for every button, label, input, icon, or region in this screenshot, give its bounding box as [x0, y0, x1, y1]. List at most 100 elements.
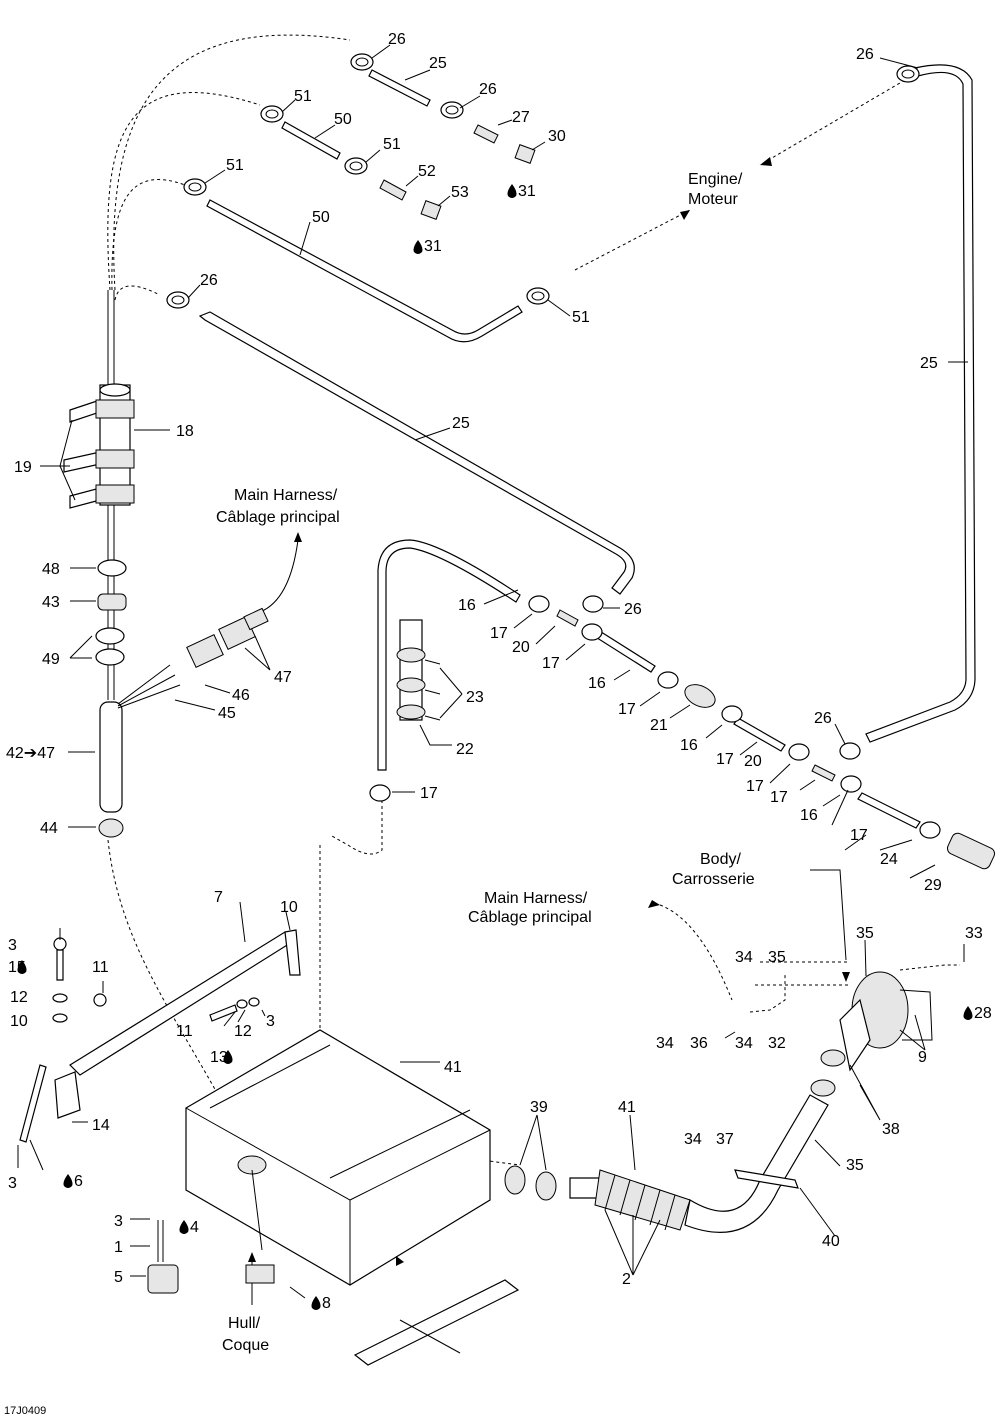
callout-label: 19	[14, 459, 32, 476]
callout-label: 51	[383, 136, 401, 153]
callout-label: 5	[114, 1269, 123, 1286]
callout-label: 1	[114, 1239, 123, 1256]
callout-label: 47	[274, 669, 292, 686]
drop-icon	[963, 1006, 973, 1020]
main-harness-top-line2: Câblage principal	[216, 509, 340, 526]
fuel-tank-6	[185, 1029, 491, 1286]
drop-icons	[17, 184, 973, 1310]
callout-label: 26	[388, 31, 406, 48]
callout-labels: 26 25 26 27 30 31 51 50 51 52 53 31 51 5…	[6, 31, 992, 1312]
callout-label: 25	[452, 415, 470, 432]
callout-label: 10	[280, 899, 298, 916]
clamp-51-b	[344, 157, 368, 175]
callout-label: 26	[856, 46, 874, 63]
callout-label: 10	[10, 1013, 28, 1030]
callout-label: 50	[312, 209, 330, 226]
callout-label: 51	[294, 88, 312, 105]
clip-49-a	[95, 627, 125, 645]
callout-label: 36	[690, 1035, 708, 1052]
main-harness-right-line1: Main Harness/	[484, 890, 588, 907]
callout-label: 38	[882, 1121, 900, 1138]
body-note-line1: Body/	[700, 851, 741, 868]
callout-label: 11	[92, 959, 109, 976]
callout-label: 23	[466, 689, 484, 706]
hose-holder-22-23	[396, 619, 441, 721]
clamp-51-c	[183, 178, 207, 196]
callout-label: 3	[114, 1213, 123, 1230]
callout-label: 17	[746, 778, 764, 795]
callout-label: 31	[518, 183, 536, 200]
callout-label: 27	[512, 109, 530, 126]
cap-30	[514, 144, 536, 164]
callout-label: 17	[716, 751, 734, 768]
callout-label: 42➔47	[6, 745, 55, 762]
callout-label: 14	[92, 1117, 110, 1134]
parts	[19, 53, 996, 1366]
callout-label: 45	[218, 705, 236, 722]
callout-label: 16	[800, 807, 818, 824]
engine-note-line2: Moteur	[688, 191, 738, 208]
hull-note-line1: Hull/	[228, 1315, 261, 1332]
callout-label: 48	[42, 561, 60, 578]
callout-label: 51	[226, 157, 244, 174]
drop-icon	[507, 184, 517, 198]
callout-label: 3	[8, 1175, 17, 1192]
callout-label: 18	[176, 423, 194, 440]
grommet-43	[97, 593, 127, 611]
callout-label: 41	[444, 1059, 462, 1076]
clamp-51-d	[526, 287, 550, 305]
arrowheads	[248, 157, 850, 1266]
callout-label: 46	[232, 687, 250, 704]
callout-label: 8	[322, 1295, 331, 1312]
drop-icon	[17, 960, 27, 974]
callout-label: 13	[210, 1049, 228, 1066]
main-harness-right-line2: Câblage principal	[468, 909, 592, 926]
callout-label: 33	[965, 925, 983, 942]
callout-label: 43	[42, 594, 60, 611]
callout-label: 52	[418, 163, 436, 180]
cap-53	[420, 200, 442, 220]
ring-48	[97, 559, 127, 577]
callout-label: 31	[424, 238, 442, 255]
callout-label: 34	[735, 949, 753, 966]
leader-lines	[17, 44, 968, 1354]
callout-label: 34	[735, 1035, 753, 1052]
callout-label: 17	[542, 655, 560, 672]
callout-label: 16	[680, 737, 698, 754]
callout-label: 29	[924, 877, 942, 894]
callout-label: 20	[744, 753, 762, 770]
body-note-line2: Carrosserie	[672, 871, 755, 888]
engine-note-line1: Engine/	[688, 171, 743, 188]
callout-label: 34	[684, 1131, 702, 1148]
main-harness-top-line1: Main Harness/	[234, 487, 338, 504]
clamp-26-top	[350, 53, 374, 71]
callout-label: 17	[420, 785, 438, 802]
callout-label: 35	[856, 925, 874, 942]
callout-label: 16	[458, 597, 476, 614]
callout-label: 34	[656, 1035, 674, 1052]
clamp-26-right	[896, 65, 920, 83]
callout-label: 26	[200, 272, 218, 289]
drawing-id: 17J0409	[4, 1405, 46, 1417]
callout-label: 35	[768, 949, 786, 966]
callout-label: 26	[624, 601, 642, 618]
callout-label: 17	[618, 701, 636, 718]
callout-label: 22	[456, 741, 474, 758]
callout-label: 20	[512, 639, 530, 656]
callout-label: 16	[588, 675, 606, 692]
callout-label: 40	[822, 1233, 840, 1250]
callout-label: 35	[846, 1157, 864, 1174]
callout-label: 12	[234, 1023, 252, 1040]
callout-label: 2	[622, 1271, 631, 1288]
callout-label: 17	[490, 625, 508, 642]
callout-label: 28	[974, 1005, 992, 1022]
callout-label: 37	[716, 1131, 734, 1148]
callout-label: 7	[214, 889, 223, 906]
clamp-51-a	[260, 105, 284, 123]
callout-label: 44	[40, 820, 58, 837]
filler-cap-29	[839, 971, 933, 1072]
drop-icon	[179, 1220, 189, 1234]
callout-label: 25	[920, 355, 938, 372]
callout-label: 39	[530, 1099, 548, 1116]
